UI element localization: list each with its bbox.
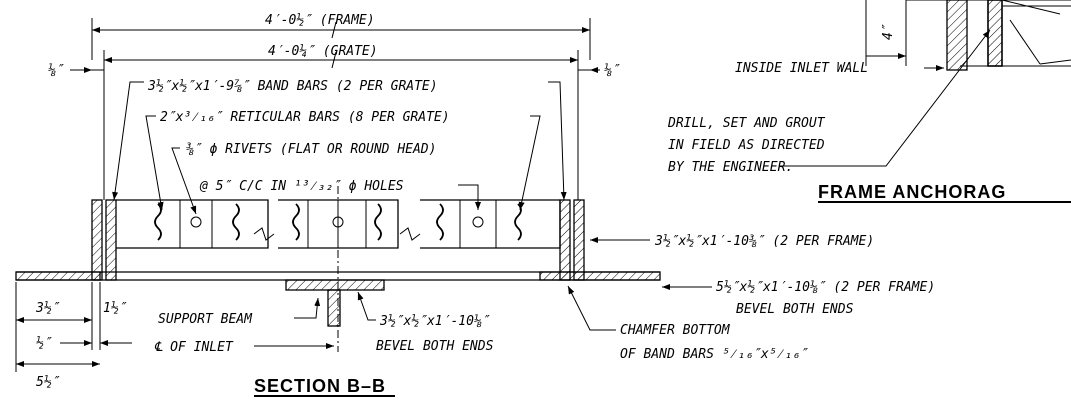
chamfer-label-1: CHAMFER BOTTOM <box>620 323 731 338</box>
beam-bar-label: 3½″x½″x1′-10⅛″ <box>379 314 490 329</box>
grate-width-label: 4′-0¼″ (GRATE) <box>268 44 378 59</box>
holes-label: @ 5″ C/C IN ¹³⁄₃₂″ ϕ HOLES <box>199 179 404 194</box>
frame-width-label: 4′-0½″ (FRAME) <box>265 13 375 28</box>
support-beam-label: SUPPORT BEAM <box>158 312 253 327</box>
dim-0-5-label: ½″ <box>36 336 52 351</box>
dim-5-5-label: 5½″ <box>36 375 60 390</box>
reticular-bars-label: 2″x³⁄₁₆″ RETICULAR BARS (8 PER GRATE) <box>160 110 450 125</box>
grate-section <box>15 186 661 352</box>
frame-bar-label: 3½″x½″x1′-10⅜″ (2 PER FRAME) <box>654 234 874 249</box>
right-gap-label: ⅛″ <box>604 63 620 78</box>
anchorage-detail: 4″ INSIDE INLET WALL DRILL, SET AND GROU… <box>667 0 1071 203</box>
rivets-label: ⅜″ ϕ RIVETS (FLAT OR ROUND HEAD) <box>186 142 436 157</box>
anchor-4in-label: 4″ <box>881 24 896 40</box>
dim-1-5-label: 1½″ <box>103 301 127 316</box>
frame-dimension: 4′-0½″ (FRAME) <box>91 13 591 60</box>
drill-label-2: IN FIELD AS DIRECTED <box>668 138 825 153</box>
centerline-label: ℄ OF INLET <box>154 340 234 355</box>
left-gap-label: ⅛″ <box>48 63 64 78</box>
beam-bevel-label: BEVEL BOTH ENDS <box>376 339 494 354</box>
drill-label-3: BY THE ENGINEER. <box>668 160 793 175</box>
section-title: SECTION B–B <box>254 376 386 396</box>
anchorage-title: FRAME ANCHORAG <box>818 182 1006 202</box>
angle-bevel-label: BEVEL BOTH ENDS <box>736 302 854 317</box>
chamfer-label-2: OF BAND BARS ⁵⁄₁₆″x⁵⁄₁₆″ <box>620 347 808 362</box>
grate-dimension: 4′-0¼″ (GRATE) <box>103 44 579 200</box>
angle-bar-label: 5½″x½″x1′-10⅛″ (2 PER FRAME) <box>716 280 935 295</box>
inside-wall-label: INSIDE INLET WALL <box>735 61 868 76</box>
dim-3-5-label: 3½″ <box>35 301 60 316</box>
band-bars-label: 3½″x½″x1′-9⅞″ BAND BARS (2 PER GRATE) <box>147 79 438 94</box>
drill-label-1: DRILL, SET AND GROUT <box>667 116 826 131</box>
